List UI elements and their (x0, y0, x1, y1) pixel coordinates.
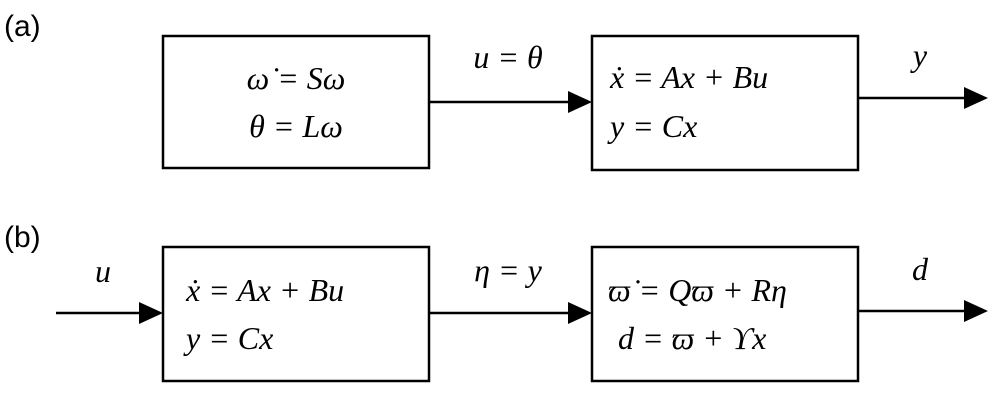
exosystem-output-equation: θ = Lω (249, 108, 343, 144)
link-arrowhead-a (568, 91, 592, 113)
panel-b-label: (b) (4, 221, 41, 254)
observer-state-equation: ϖ̇ = Qϖ + Rη (608, 272, 787, 308)
link-label-b: η = y (474, 252, 542, 288)
link-label-a: u = θ (473, 39, 542, 75)
output-label-b: d (912, 251, 929, 287)
plant-block-a (590, 34, 860, 172)
observer-output-equation: d = ϖ + ϒx (618, 320, 766, 356)
exosystem-block (161, 34, 431, 170)
panel-b: (b) u ẋ = Ax + Bu y = Cx η = y ϖ̇ = Qϖ +… (4, 221, 988, 383)
output-arrowhead-b (964, 300, 988, 322)
panel-a-label: (a) (4, 10, 41, 43)
observer-block (590, 245, 860, 383)
plant-state-equation-b: ẋ = Ax + Bu (185, 272, 344, 308)
exosystem-state-equation: ω̇ = Sω (247, 60, 346, 96)
output-label-a: y (910, 37, 928, 73)
plant-state-equation-a: ẋ = Ax + Bu (609, 59, 768, 95)
plant-output-equation-b: y = Cx (183, 320, 273, 356)
panel-a: (a) ω̇ = Sω θ = Lω u = θ ẋ = Ax + Bu y =… (4, 10, 988, 172)
link-arrowhead-b (568, 302, 592, 324)
output-arrowhead-a (964, 87, 988, 109)
plant-output-equation-a: y = Cx (607, 108, 697, 144)
input-label-b: u (95, 253, 111, 289)
input-arrowhead-b (139, 302, 163, 324)
plant-block-b (161, 245, 431, 383)
